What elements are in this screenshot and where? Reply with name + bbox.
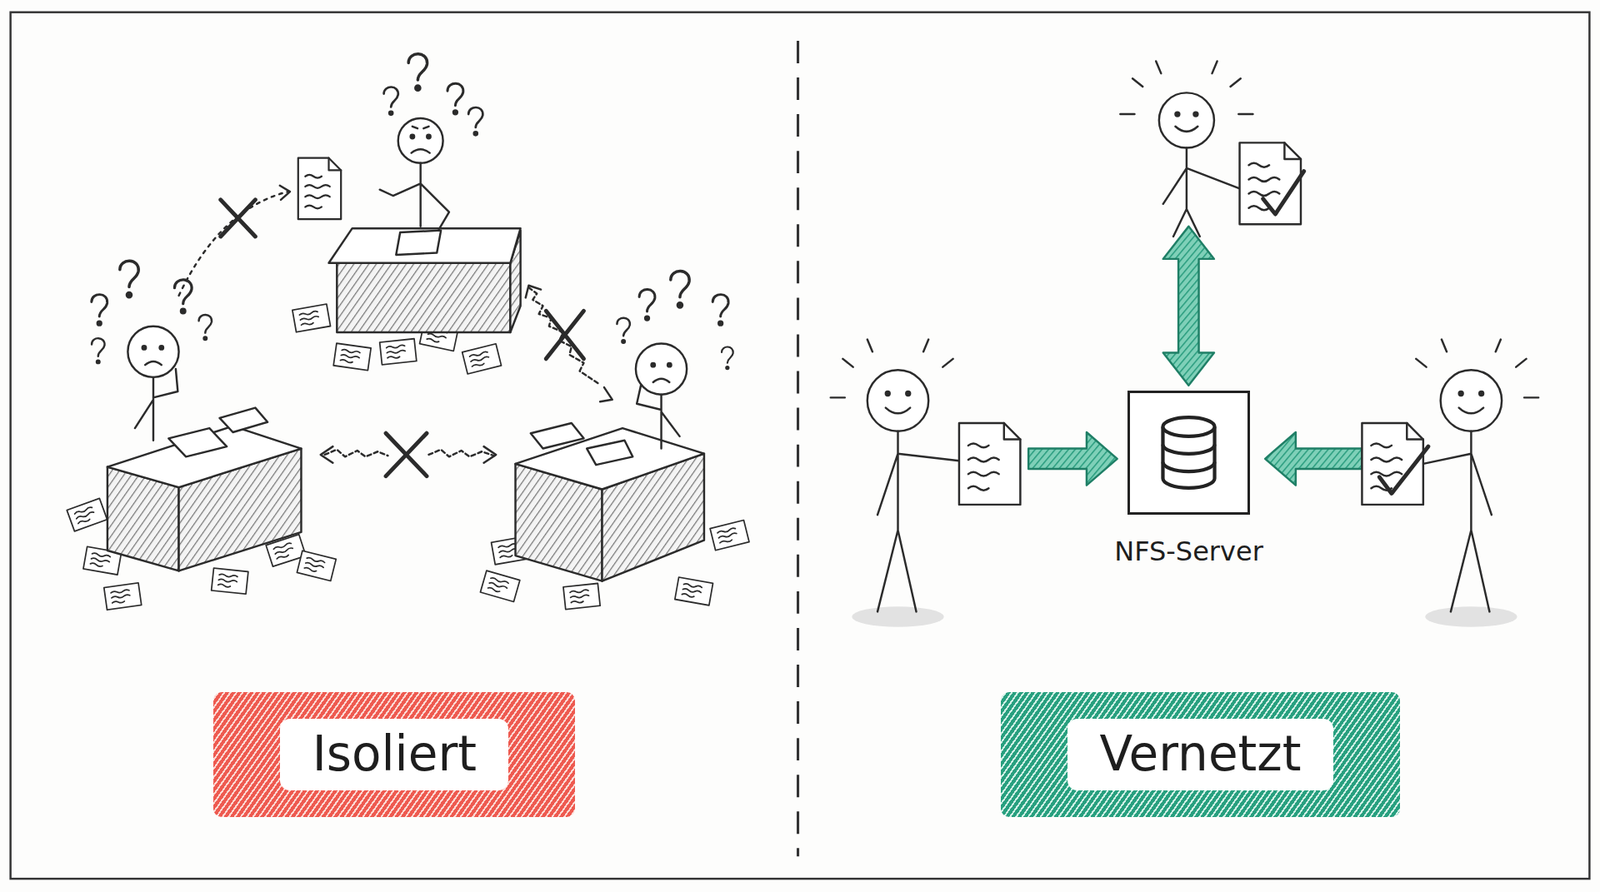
networked-scene bbox=[830, 60, 1539, 627]
band-label: Isoliert bbox=[280, 719, 509, 791]
server-label: NFS-Server bbox=[1114, 535, 1264, 568]
title-band: Isoliert bbox=[213, 692, 575, 818]
divider bbox=[796, 40, 800, 857]
band-label: Vernetzt bbox=[1067, 719, 1334, 791]
upload-arrow bbox=[1028, 432, 1117, 486]
server-box: NFS-Server bbox=[1127, 390, 1250, 515]
upload-arrow bbox=[1265, 432, 1362, 486]
isolated-scene bbox=[66, 54, 750, 610]
sync-arrow bbox=[1163, 226, 1215, 386]
title-band: Vernetzt bbox=[1000, 692, 1400, 818]
database-icon bbox=[1130, 393, 1248, 513]
frame bbox=[10, 12, 1590, 880]
